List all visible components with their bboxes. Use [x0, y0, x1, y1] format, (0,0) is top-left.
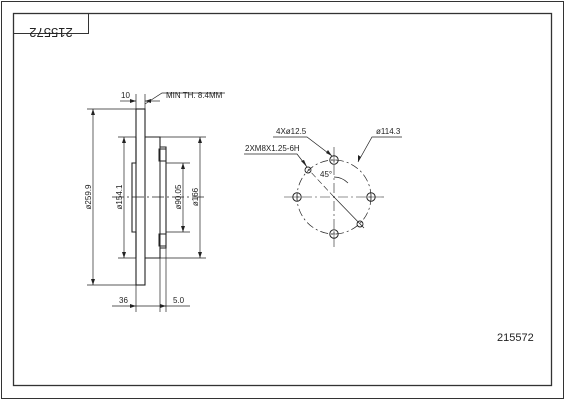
hat-section-left — [131, 137, 137, 258]
leader-thread-holes — [244, 153, 308, 168]
title-box — [13, 13, 89, 34]
thread-axis-line — [307, 168, 335, 198]
part-number-rotated: 215572 — [29, 25, 72, 40]
angle-arc — [333, 176, 349, 184]
part-number: 215572 — [497, 332, 534, 344]
dim-thickness-label: 10 — [121, 91, 130, 100]
dim-thread-holes-label: 2XM8X1.25-6H — [245, 144, 300, 153]
section-arrowheads — [91, 99, 202, 308]
front-arrowheads — [301, 150, 361, 167]
dim-hub-diameter-label: ø166 — [191, 187, 200, 206]
stud-hole-top — [158, 148, 167, 162]
dim-bolt-holes-label: 4Xø12.5 — [276, 127, 307, 136]
leader-pcd — [357, 136, 402, 163]
drawing-frame — [12, 12, 553, 387]
note-min-thickness: MIN TH. 8.4MM — [166, 91, 223, 100]
bolt-hole-bottom — [329, 229, 339, 239]
dim-center-bore-label: ø90.05 — [174, 184, 183, 209]
front-view — [244, 136, 402, 247]
hat-section-right — [145, 136, 167, 259]
section-view — [87, 92, 225, 312]
dim-pcd-label: ø114.3 — [376, 127, 401, 136]
dim-angle-label: 45° — [320, 170, 332, 179]
thread-hole-lower-right — [356, 220, 364, 228]
thread-hole-upper-left — [304, 166, 312, 174]
angle-line-45 — [333, 196, 365, 229]
dim-hat-thickness-label: 5.0 — [173, 296, 185, 305]
dim-total-height-label: 36 — [119, 296, 128, 305]
hole-center-marks — [294, 157, 374, 237]
bolt-hole-left — [292, 192, 302, 202]
dim-hat-diameter-label: ø154.1 — [115, 184, 124, 209]
bolt-hole-right — [366, 192, 376, 202]
bolt-hole-top — [329, 155, 339, 165]
stud-hole-bottom — [158, 233, 167, 247]
dim-outer-diameter-label: ø259.9 — [84, 184, 93, 209]
leader-bolt-holes — [273, 136, 333, 157]
